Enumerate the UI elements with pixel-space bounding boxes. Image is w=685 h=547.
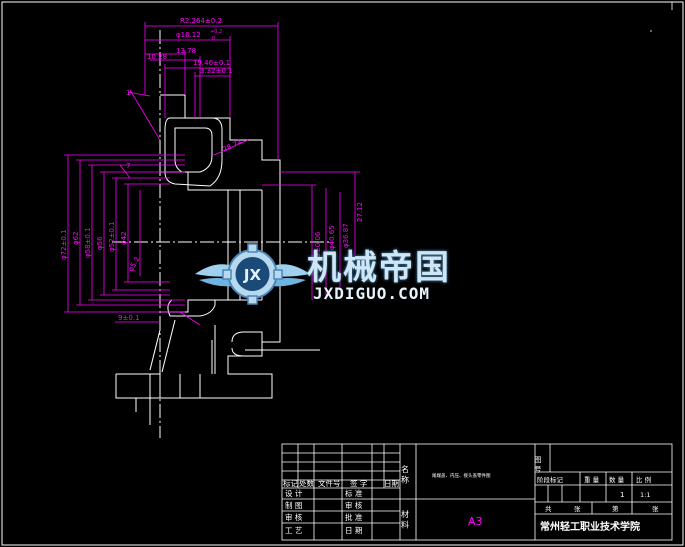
- dim-text: φ72±0.1: [60, 229, 68, 260]
- dim-text: φ56: [96, 236, 104, 250]
- dim-text: 23±0.06: [314, 231, 322, 262]
- dim-text: 7: [126, 162, 130, 170]
- tb-stage-mark: 阶段标记: [537, 475, 564, 484]
- dim-text: φ58±0.1: [84, 227, 92, 258]
- tb-qty-val: 1: [620, 491, 624, 499]
- tb-approve: 批 准: [345, 512, 363, 522]
- tb-date: 日期: [384, 479, 399, 488]
- tb-sheet: 第: [612, 504, 619, 513]
- dim-text: φ52±0.1: [108, 221, 116, 252]
- tb-date2: 日 期: [345, 526, 362, 535]
- tb-mark: 标记: [283, 478, 298, 488]
- tb-design: 设 计: [285, 488, 303, 498]
- dimension-lines: [64, 22, 360, 326]
- dim-text: φ40.65: [328, 225, 336, 250]
- dim-text: φ5.2: [127, 255, 142, 273]
- tb-scale: 比 例: [636, 475, 651, 484]
- dim-text: 27.12: [356, 202, 364, 222]
- dim-text: 10.28: [147, 53, 167, 61]
- tb-drawing-no-label: 图 号: [534, 456, 542, 473]
- dim-text: φ16.12: [176, 31, 201, 39]
- gear-logo-icon: JX: [195, 243, 310, 305]
- tb-sheet-size: A3: [468, 515, 483, 528]
- dim-text: 13.78: [176, 47, 196, 55]
- tb-sign: 签 字: [350, 478, 367, 488]
- dim-text: 1: [126, 89, 130, 97]
- tb-total: 共: [545, 504, 552, 513]
- tb-material-label: 材 料: [401, 509, 410, 530]
- dim-text: +0.2: [210, 29, 222, 35]
- tb-standardize: 标 准: [345, 488, 363, 498]
- tb-weight: 重 量: [584, 476, 600, 484]
- tb-file-no: 文件号: [318, 478, 341, 488]
- tb-process: 工 艺: [285, 526, 302, 535]
- dim-text: 0: [212, 36, 215, 42]
- tb-sheet2: 张: [652, 504, 659, 513]
- tb-name-label: 名 称: [401, 464, 410, 485]
- tb-drawing: 制 图: [285, 500, 302, 510]
- watermark: JX 机械帝国 JXDIGUO.COM: [195, 240, 495, 308]
- part-geometry: [112, 30, 330, 438]
- dim-text: 19.46±0.1: [193, 59, 230, 67]
- dim-text: φ62: [72, 231, 80, 245]
- watermark-en: JXDIGUO.COM: [313, 284, 430, 303]
- tb-part-name: 尾端盖、内压、接头盖零件图: [432, 472, 491, 479]
- tb-count: 处数: [299, 478, 314, 488]
- tb-scale-val: 1:1: [640, 491, 650, 499]
- tb-check: 审 核: [285, 512, 303, 522]
- dim-text: 3.32±0.1: [200, 67, 233, 75]
- dim-text: R2.264±0.2: [180, 17, 222, 25]
- tb-review: 审 核: [345, 500, 363, 510]
- title-block: [281, 443, 673, 541]
- dim-text: φ36.87: [342, 223, 350, 248]
- tb-quantity: 数 量: [609, 475, 625, 484]
- tb-school: 常州轻工职业技术学院: [540, 520, 640, 533]
- dim-text: 9±0.1: [118, 314, 139, 322]
- tb-sheets: 张: [574, 504, 581, 513]
- dim-text: φ42: [120, 231, 128, 245]
- watermark-cn: 机械帝国: [307, 248, 451, 288]
- logo-text: JX: [243, 266, 262, 284]
